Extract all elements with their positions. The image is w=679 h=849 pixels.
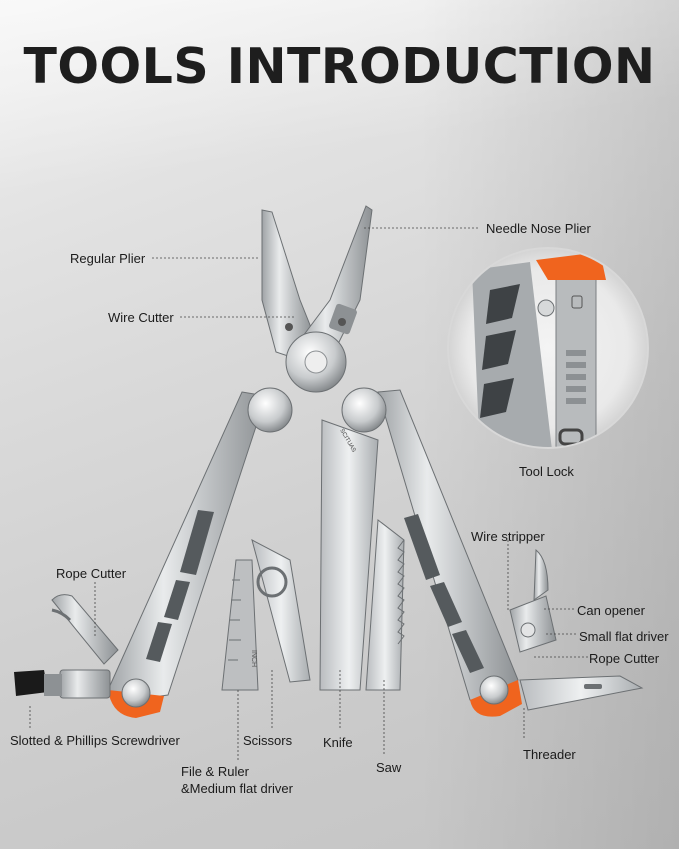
background-highlight — [0, 0, 679, 230]
label-wire-stripper: Wire stripper — [471, 529, 545, 544]
label-slotted-phillips-screwdriver: Slotted & Phillips Screwdriver — [10, 733, 180, 748]
left-handle — [107, 387, 293, 718]
label-tool-lock: Tool Lock — [519, 464, 574, 479]
label-knife: Knife — [323, 735, 353, 750]
label-can-opener: Can opener — [577, 603, 645, 618]
label-file-ruler: File & Ruler &Medium flat driver — [181, 764, 293, 796]
label-threader: Threader — [523, 747, 576, 762]
ruler-unit-text: INCH — [250, 650, 257, 667]
right-handle — [341, 387, 522, 717]
label-scissors: Scissors — [243, 733, 293, 748]
label-rope-cutter-left: Rope Cutter — [56, 566, 127, 581]
inner-tools: INCH SCITUAS — [221, 419, 405, 691]
label-rope-cutter-right: Rope Cutter — [589, 651, 660, 666]
label-small-flat-driver: Small flat driver — [579, 629, 669, 644]
label-regular-plier: Regular Plier — [70, 251, 146, 266]
left-fold-tools — [14, 594, 119, 699]
label-wire-cutter: Wire Cutter — [108, 310, 174, 325]
tool-lock-lens — [447, 247, 649, 449]
plier-jaws — [261, 205, 373, 393]
label-needle-nose-plier: Needle Nose Plier — [486, 221, 591, 236]
label-saw: Saw — [376, 760, 402, 775]
right-fold-tools — [509, 548, 644, 711]
page-title: TOOLS INTRODUCTION — [23, 38, 656, 95]
leader-lines — [29, 227, 588, 762]
